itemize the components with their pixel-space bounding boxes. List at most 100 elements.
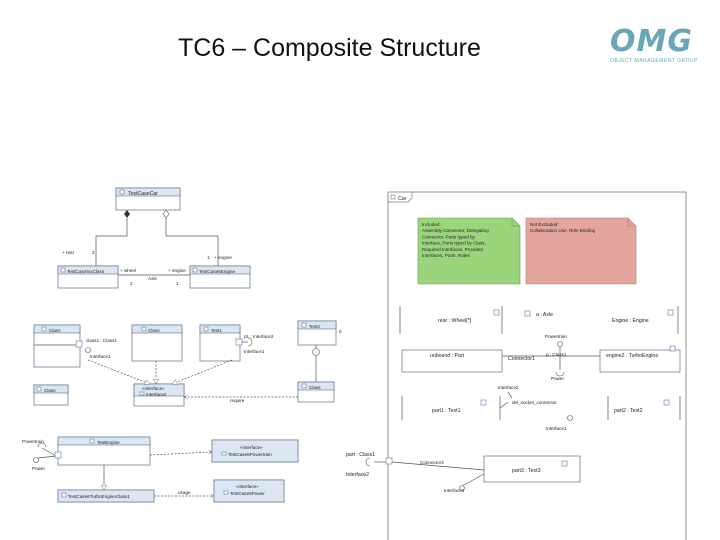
engine-class-name: TestEngine <box>97 440 120 445</box>
bottom-diagram: Powertrain Power TestEngine «interface» … <box>22 436 299 503</box>
mid-class-c[interactable]: Test1 <box>199 324 241 362</box>
class-box-left[interactable]: TestCaseSixClass <box>57 265 119 289</box>
interface-icon <box>139 391 145 396</box>
port-square[interactable] <box>75 340 83 348</box>
port-powertrain-label: Powertrain <box>545 334 567 339</box>
class-icon <box>41 326 47 332</box>
mult-right: 1 <box>176 281 179 286</box>
part-icon <box>480 399 487 406</box>
lollipop-icon <box>85 347 91 353</box>
role-rear: + rear <box>62 250 75 255</box>
interface-box[interactable]: «interface» Interface2 <box>133 383 185 407</box>
lollipop-icon <box>567 415 573 421</box>
part-engine2-label: engine2 : TurboEngine <box>606 353 658 359</box>
class-icon <box>89 438 95 444</box>
mid-port-a: class1 : Class1 <box>86 338 117 343</box>
part-test3-label: part3 : Test3 <box>512 468 541 474</box>
note-line: Interface, Ports typed by Class, <box>422 241 486 246</box>
class-icon <box>203 326 209 332</box>
composite-diagram: Car Included:Assembly Connector, Delegat… <box>346 191 687 540</box>
assoc-name: Axle <box>148 276 157 281</box>
engine-class[interactable]: TestEngine <box>54 436 151 466</box>
socket-icon <box>365 457 371 467</box>
turbo-class-name: TestCase6TurboEngineClass1 <box>68 494 130 499</box>
outer-port-label: part : Class1 <box>346 452 375 458</box>
mid-class-e[interactable]: Class <box>33 384 69 406</box>
socket-icon <box>247 337 253 347</box>
part-icon <box>663 399 670 406</box>
mid-class-e-name: Class <box>44 388 56 393</box>
role-engine-2: + engine <box>168 268 186 273</box>
port-power: Power <box>32 466 45 471</box>
role-engine: + engine <box>214 255 232 260</box>
powertrain-iface-name: TestCase6Powertrain <box>228 452 272 457</box>
part-axle[interactable]: a : Axle <box>524 310 553 318</box>
power-stereo: «interface» <box>236 484 259 489</box>
port-square[interactable] <box>385 457 393 465</box>
omg-logo-letters: OMG <box>610 24 693 59</box>
part-test2[interactable]: part2 : Test2 <box>607 396 681 420</box>
usage-label: usage <box>178 490 191 495</box>
part-test2-label: part2 : Test2 <box>614 408 643 414</box>
part-icon <box>561 460 568 467</box>
part-icon <box>493 309 500 316</box>
part-icon <box>524 310 531 317</box>
note-excluded[interactable]: Not Excluded:Collaboration Use, Role Bin… <box>525 217 637 285</box>
class-diagram: TestCaseCar + rear 2 1 + engine TestCase… <box>57 187 251 289</box>
port-square[interactable] <box>235 338 243 346</box>
class-icon <box>301 383 307 389</box>
nesting-icon <box>312 348 320 356</box>
part-unbound-label: unbound : Part <box>430 353 465 359</box>
part-test3[interactable]: part3 : Test3 <box>483 455 581 483</box>
class-icon <box>192 267 198 273</box>
part-icon <box>669 345 676 352</box>
part-rear-label: rear : Wheel[*] <box>438 318 472 324</box>
mid-class-d[interactable]: Test2 <box>297 320 337 346</box>
mid-class-a-name: Class <box>49 328 61 333</box>
composition-diamond <box>124 210 130 218</box>
mid-port-c: p1 : Interface2 <box>244 334 274 339</box>
class-box-root[interactable]: TestCaseCar <box>115 187 181 211</box>
class-icon <box>141 326 147 332</box>
part-test1-label: part1 : Test1 <box>432 408 461 414</box>
note-excluded-text: Not Excluded:Collaboration Use, Role Bin… <box>530 222 596 233</box>
role-wheel: + wheel <box>120 268 136 273</box>
frame-icon <box>390 194 396 200</box>
powertrain-iface[interactable]: «interface» TestCase6Powertrain <box>211 439 299 463</box>
port-square[interactable] <box>54 451 62 459</box>
note-line: Interfaces, Ports, Roles <box>422 253 470 258</box>
connector-name-label: del_socket_connector <box>512 400 557 405</box>
mid-class-b[interactable]: Class <box>131 324 183 362</box>
connector-4-label: Connector4 <box>420 460 444 465</box>
part-unbound[interactable]: unbound : Part <box>401 349 503 373</box>
mid-class-f[interactable]: Class <box>297 381 335 403</box>
omg-logo: OMG OBJECT MANAGEMENT GROUP <box>610 26 710 70</box>
iface-1-label: Interface1 <box>546 426 567 431</box>
iface-bottom-label: Interface1 <box>444 488 465 493</box>
lollipop-icon <box>557 341 563 347</box>
mid-class-a[interactable]: Class <box>33 324 81 368</box>
mult-rear: 2 <box>92 250 95 255</box>
note-line: Assembly Connector, Delegating <box>422 228 489 233</box>
socket-icon <box>555 371 565 377</box>
mult-left: 2 <box>130 281 133 286</box>
note-line: Not Excluded: <box>530 222 559 227</box>
class-box-right[interactable]: TestCase6Engine <box>189 265 251 289</box>
socket-icon <box>37 442 47 448</box>
turbo-class[interactable]: TestCase6TurboEngineClass1 <box>57 489 155 503</box>
class-name-right: TestCase6Engine <box>199 269 235 274</box>
iface-2-label: Interface2 <box>498 385 519 390</box>
part-engine-label: Engine : Engine <box>612 318 649 324</box>
lollipop-icon <box>33 457 39 463</box>
interface-name: Interface2 <box>146 392 167 397</box>
part-engine[interactable]: Engine : Engine <box>612 306 679 334</box>
mid-iface-c: Interface1 <box>244 349 265 354</box>
powertrain-stereo: «interface» <box>240 445 263 450</box>
outer-iface-label: Interface2 <box>346 472 369 478</box>
part-icon <box>667 309 674 316</box>
part-rear[interactable]: rear : Wheel[*] <box>399 306 503 334</box>
power-iface[interactable]: «interface» TestCase6Power <box>213 479 285 503</box>
part-engine2[interactable]: engine2 : TurboEngine <box>599 345 681 373</box>
